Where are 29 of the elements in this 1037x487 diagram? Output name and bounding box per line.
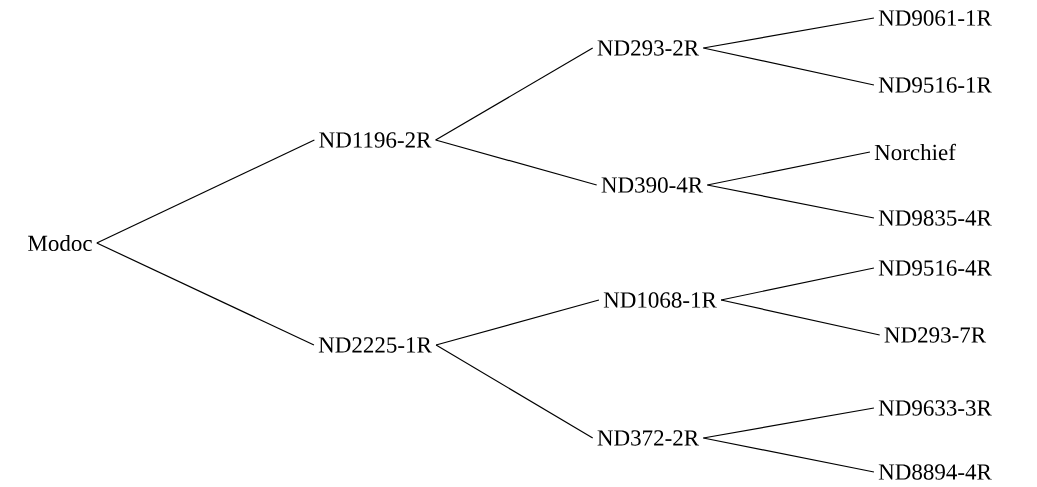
variety-label: ND9516-4R (878, 260, 992, 276)
connector-line (702, 407, 875, 439)
variety-label: ND390-4R (601, 177, 704, 193)
connector-line (706, 184, 875, 219)
variety-label: ND8894-4R (878, 464, 992, 480)
variety-label: ND2225-1R (318, 337, 432, 353)
connector-line (720, 267, 875, 301)
variety-label: ND1196-2R (319, 132, 432, 148)
connector-line (435, 47, 594, 141)
variety-label: ND372-2R (597, 430, 700, 446)
variety-label: ND9835-4R (878, 210, 992, 226)
variety-label: Modoc (28, 234, 92, 252)
connector-line (96, 242, 315, 346)
connector-line (435, 299, 600, 346)
variety-label: ND1068-1R (603, 292, 717, 308)
connector-line (702, 17, 875, 49)
variety-label: ND293-2R (597, 40, 700, 56)
connector-line (435, 344, 594, 439)
connector-line (706, 151, 871, 186)
variety-label: ND9633-3R (878, 400, 992, 416)
connector-line (96, 139, 315, 244)
connector-line (702, 437, 875, 473)
connector-line (702, 47, 875, 86)
variety-label: Norchief (874, 143, 956, 161)
connector-line (435, 139, 598, 186)
variety-label: ND9516-1R (878, 77, 992, 93)
connector-line (720, 299, 881, 336)
variety-label: ND9061-1R (878, 10, 992, 26)
variety-label: ND293-7R (884, 327, 987, 343)
